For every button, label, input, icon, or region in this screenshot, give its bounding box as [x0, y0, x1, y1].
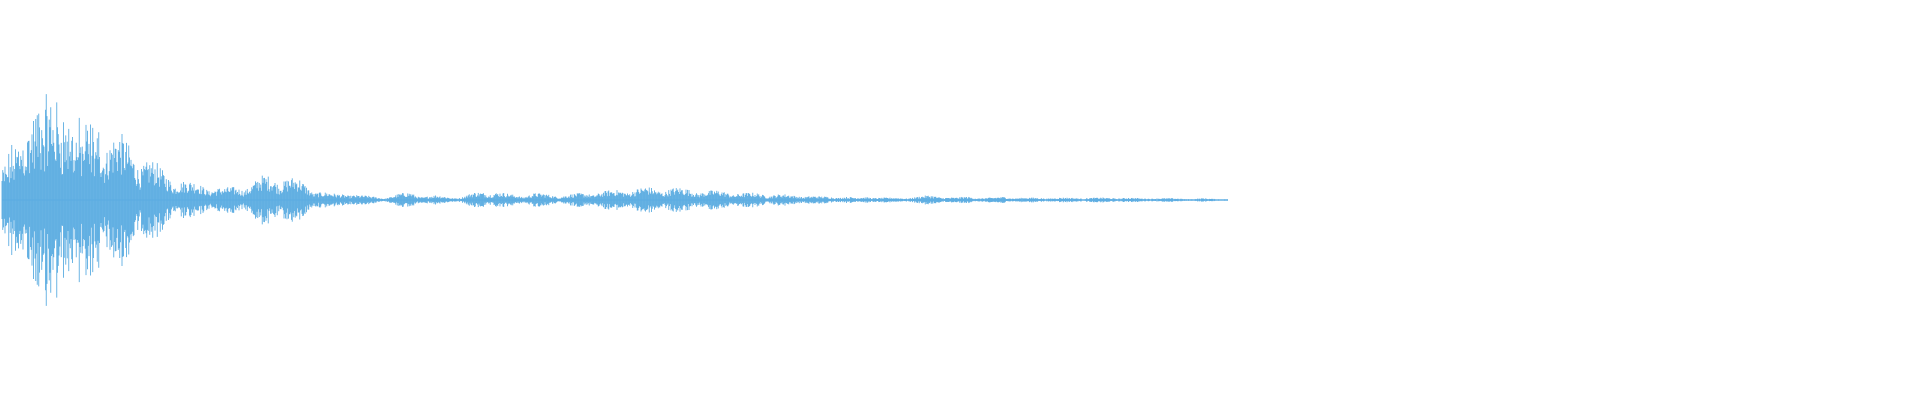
waveform-samples	[1, 94, 1228, 306]
